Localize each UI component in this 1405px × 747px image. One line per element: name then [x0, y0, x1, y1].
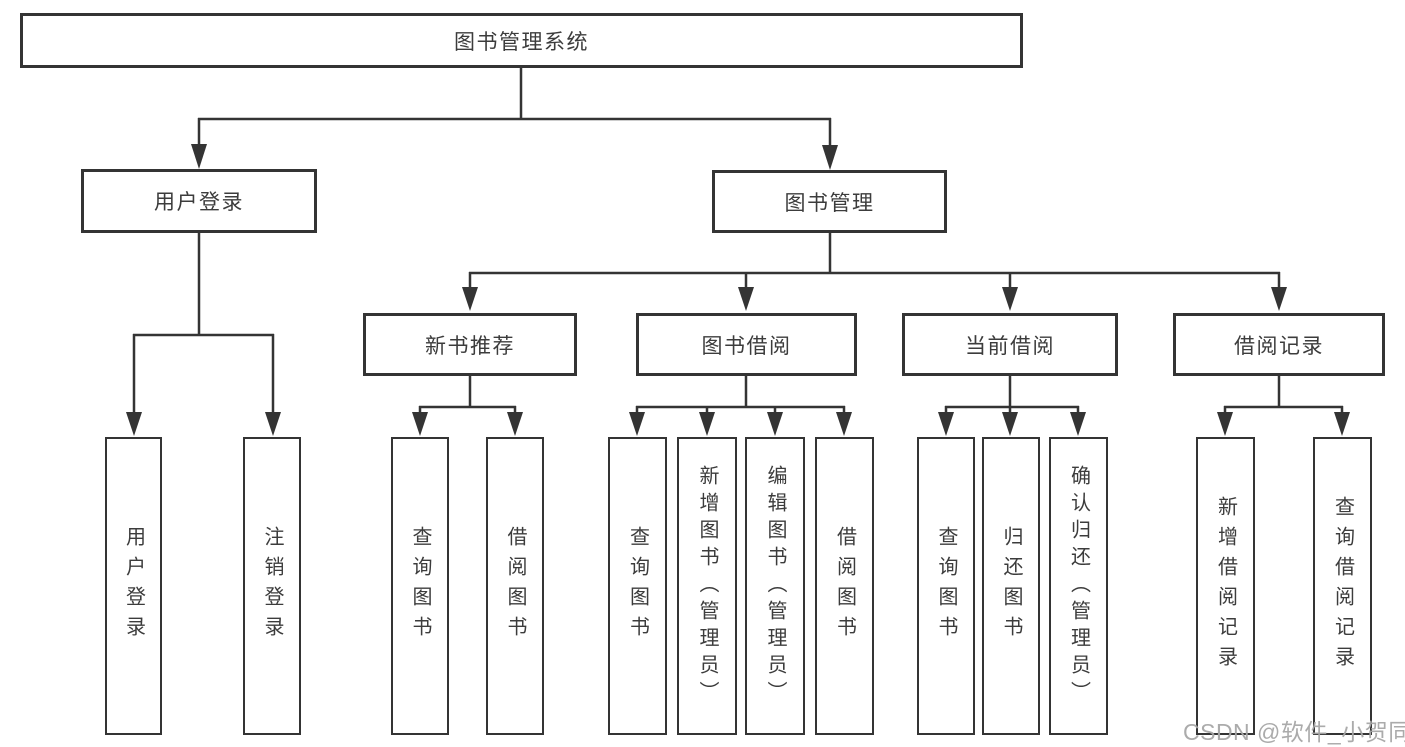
node-label: 图书借阅 — [701, 334, 792, 358]
node-current-borrow: 当前借阅 — [902, 313, 1118, 376]
node-label: 当前借阅 — [965, 334, 1055, 358]
node-add-borrow-record: 新增借阅记录 — [1196, 437, 1255, 735]
node-label: 图书管理 — [784, 191, 875, 215]
node-user-login-action: 用户登录 — [105, 437, 162, 735]
node-new-book-recommend: 新书推荐 — [363, 313, 577, 376]
node-label: 编辑图书（管理员） — [764, 464, 786, 708]
node-label: 归还图书 — [1000, 526, 1022, 646]
node-book-borrow: 图书借阅 — [636, 313, 857, 376]
node-label: 确认归还（管理员） — [1067, 464, 1090, 708]
node-logout: 注销登录 — [243, 437, 301, 735]
node-label: 新增图书（管理员） — [696, 464, 718, 708]
node-borrow-record: 借阅记录 — [1173, 313, 1385, 376]
node-label: 注销登录 — [261, 526, 283, 646]
csdn-watermark: CSDN @软件_小贺同学 — [1183, 719, 1405, 745]
node-label: 借阅记录 — [1234, 334, 1324, 358]
node-query-borrow-record: 查询借阅记录 — [1313, 437, 1372, 735]
node-label: 查询借阅记录 — [1331, 496, 1354, 676]
node-user-login: 用户登录 — [81, 169, 317, 233]
node-label: 新书推荐 — [425, 334, 515, 358]
node-confirm-return-admin: 确认归还（管理员） — [1049, 437, 1108, 735]
node-label: 借阅图书 — [504, 526, 526, 646]
node-label: 用户登录 — [122, 526, 145, 646]
node-label: 查询图书 — [935, 526, 957, 646]
node-label: 新增借阅记录 — [1214, 496, 1237, 676]
node-label: 借阅图书 — [833, 526, 856, 646]
node-borrow-books: 借阅图书 — [815, 437, 874, 735]
node-label: 图书管理系统 — [454, 30, 589, 54]
node-query-books-recommend: 查询图书 — [391, 437, 449, 735]
node-book-management-system: 图书管理系统 — [20, 13, 1023, 68]
node-add-book-admin: 新增图书（管理员） — [677, 437, 737, 735]
node-edit-book-admin: 编辑图书（管理员） — [745, 437, 805, 735]
node-return-book: 归还图书 — [982, 437, 1040, 735]
node-book-management: 图书管理 — [712, 170, 947, 233]
node-label: 用户登录 — [154, 191, 244, 214]
node-label: 查询图书 — [409, 526, 431, 646]
node-query-books-borrow: 查询图书 — [608, 437, 667, 735]
node-label: 查询图书 — [626, 526, 649, 646]
node-query-books-current: 查询图书 — [917, 437, 975, 735]
node-borrow-books-recommend: 借阅图书 — [486, 437, 544, 735]
